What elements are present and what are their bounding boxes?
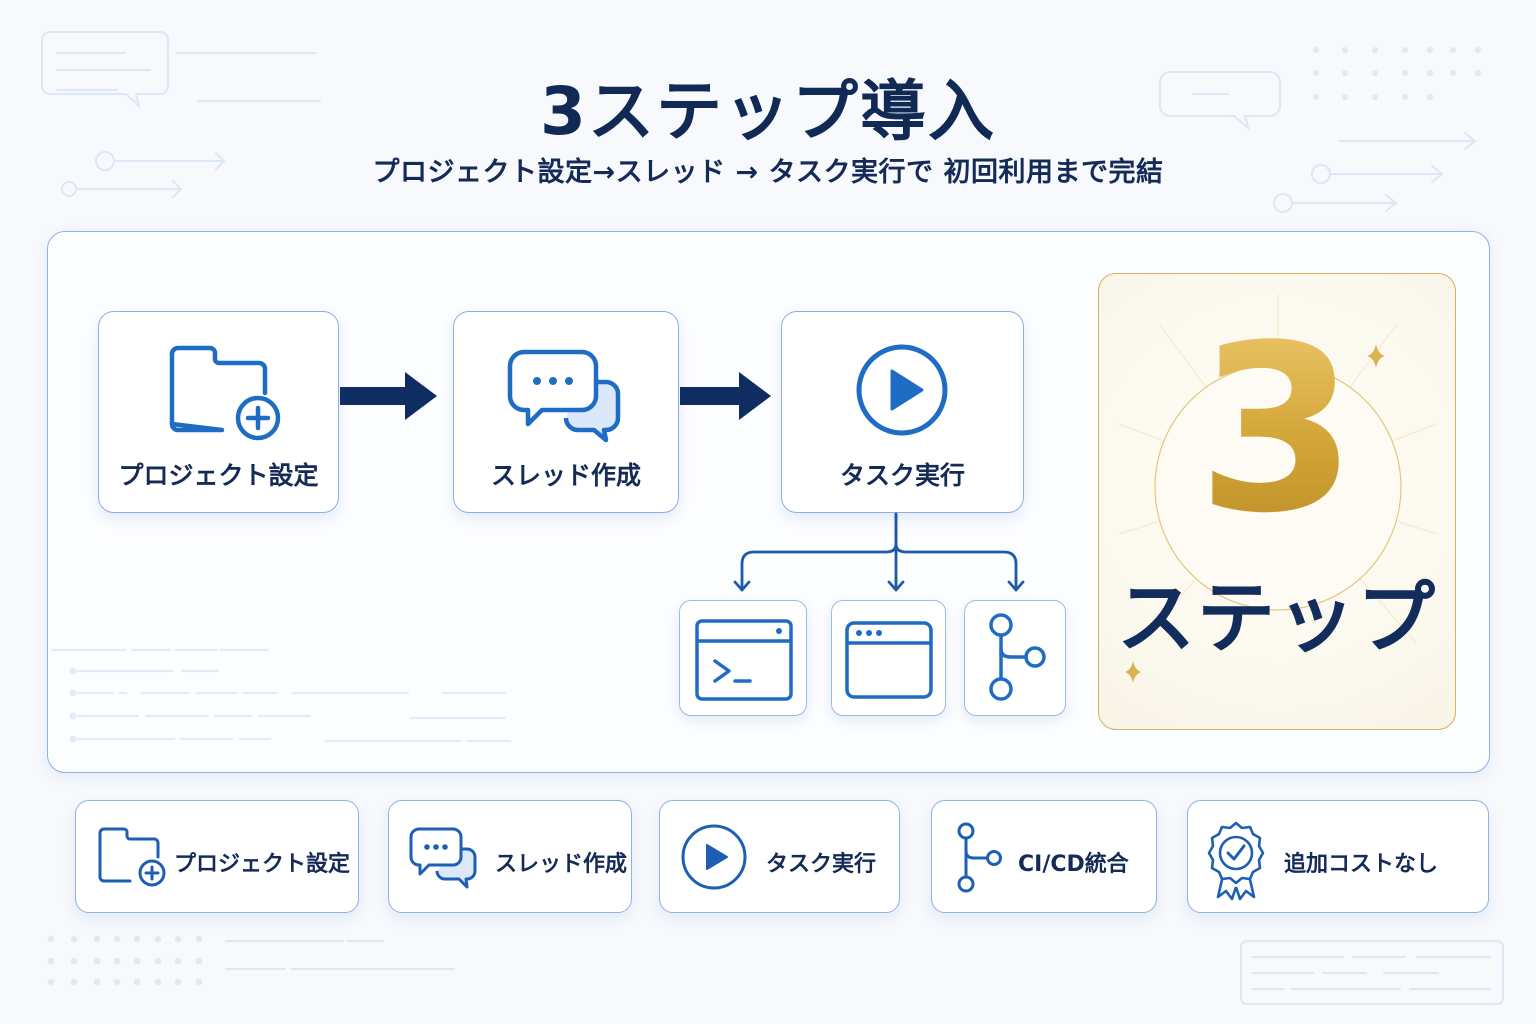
browser-window-icon: [845, 621, 933, 699]
arrow-right-icon: [340, 372, 437, 420]
badge-word: ステップ: [1116, 574, 1437, 664]
page-subtitle: プロジェクト設定→スレッド → タスク実行で 初回利用まで完結: [372, 157, 1164, 188]
feature-pill-thread-create: スレッド作成: [388, 800, 632, 913]
chat-bubbles-icon: [507, 349, 621, 443]
git-branch-icon: [957, 822, 1002, 893]
feature-label: CI/CD統合: [1018, 852, 1129, 877]
feature-label: プロジェクト設定: [174, 852, 351, 877]
branch-card-git: [964, 600, 1066, 716]
feature-pill-no-extra-cost: 追加コストなし: [1187, 800, 1489, 913]
feature-label: スレッド作成: [495, 852, 628, 877]
branch-card-terminal: [679, 600, 807, 716]
step-label: プロジェクト設定: [118, 461, 319, 490]
badge-number: 3: [1099, 316, 1455, 546]
three-step-badge: 3 ステップ: [1098, 273, 1456, 730]
folder-plus-icon: [169, 345, 281, 441]
play-circle-icon: [681, 824, 747, 890]
feature-pill-cicd: CI/CD統合: [931, 800, 1157, 913]
step-label: スレッド作成: [490, 461, 641, 490]
step-card-thread-create: スレッド作成: [453, 311, 679, 513]
folder-plus-icon: [98, 827, 166, 887]
step-card-task-run: タスク実行: [781, 311, 1024, 513]
feature-pill-project-setup: プロジェクト設定: [75, 800, 359, 913]
terminal-icon: [695, 619, 793, 701]
step-label: タスク実行: [839, 461, 965, 490]
chat-bubbles-icon: [409, 827, 477, 889]
git-branch-icon: [989, 613, 1046, 701]
award-check-icon: [1207, 821, 1265, 901]
arrow-right-icon: [680, 372, 771, 420]
feature-pill-task-run: タスク実行: [659, 800, 900, 913]
feature-label: タスク実行: [766, 852, 877, 877]
branch-card-browser: [831, 600, 946, 716]
play-circle-icon: [856, 344, 948, 436]
feature-label: 追加コストなし: [1284, 852, 1439, 877]
page-title: 3ステップ導入: [540, 73, 996, 150]
step-card-project-setup: プロジェクト設定: [98, 311, 339, 513]
